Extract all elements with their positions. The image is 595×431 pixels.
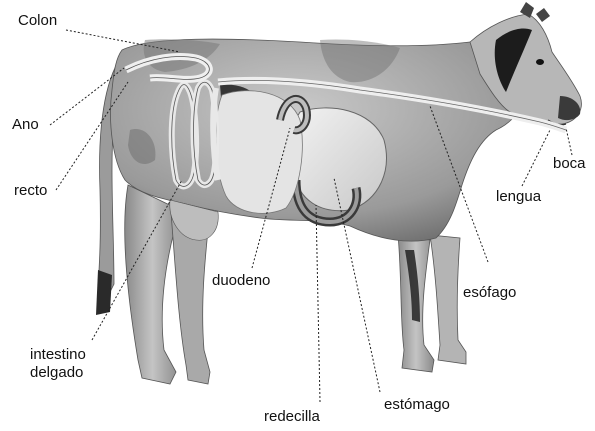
leader-redecilla [316, 205, 320, 402]
label-esofago: esófago [463, 284, 516, 302]
leader-lengua [522, 130, 550, 186]
label-colon: Colon [18, 12, 57, 30]
label-lengua: lengua [496, 188, 541, 206]
label-redecilla: redecilla [264, 408, 320, 426]
label-recto: recto [14, 182, 47, 200]
label-estomago: estómago [384, 396, 450, 414]
label-ano: Ano [12, 116, 39, 134]
label-boca: boca [553, 155, 586, 173]
leader-boca [566, 128, 572, 155]
label-duodeno: duodeno [212, 272, 270, 290]
label-intestino-delgado: intestino delgado [30, 346, 86, 382]
